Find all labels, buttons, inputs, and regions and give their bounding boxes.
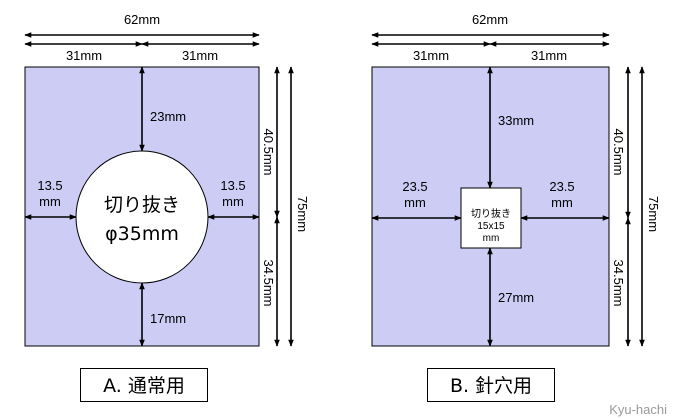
panel-a-right-gap-label-unit: mm bbox=[222, 194, 244, 209]
panel-b-lower-height-label: 34.5mm bbox=[611, 260, 626, 307]
panel-a-half-left-label: 31mm bbox=[66, 48, 102, 63]
panel-b-half-left-label: 31mm bbox=[413, 48, 449, 63]
panel-a-left-gap-label-unit: mm bbox=[39, 194, 61, 209]
panel-a-half-right-label: 31mm bbox=[182, 48, 218, 63]
panel-b-top-gap-label: 33mm bbox=[498, 113, 534, 128]
panel-b-bottom-gap-label: 27mm bbox=[498, 290, 534, 305]
panel-b-caption: B. 針穴用 bbox=[427, 368, 555, 402]
watermark: Kyu-hachi bbox=[609, 402, 667, 417]
panel-a-left-gap-label-value: 13.5 bbox=[37, 178, 62, 193]
panel-a-bottom-gap-label: 17mm bbox=[150, 311, 186, 326]
panel-a-cutout-line1: 切り抜き bbox=[104, 194, 180, 216]
panel-b-cutout-line1: 切り抜き bbox=[471, 207, 511, 220]
panel-a-upper-height-label: 40.5mm bbox=[261, 129, 276, 176]
panel-a-total-height-label: 75mm bbox=[295, 196, 310, 232]
panel-b-upper-height-label: 40.5mm bbox=[611, 129, 626, 176]
panel-a-lower-height-label: 34.5mm bbox=[261, 260, 276, 307]
panel-a-cutout-circle bbox=[75, 150, 209, 284]
panel-b-right-gap-label-unit: mm bbox=[551, 195, 573, 210]
panel-b-left-gap-label-unit: mm bbox=[404, 195, 426, 210]
panel-b-total-height-label: 75mm bbox=[646, 196, 661, 232]
panel-a-caption: A. 通常用 bbox=[80, 368, 208, 402]
panel-a: 62mm 31mm 31mm 切り抜き φ35mm 23mm 17mm 13.5… bbox=[24, 12, 310, 347]
panel-b-left-gap-label-value: 23.5 bbox=[402, 179, 427, 194]
panel-b-cutout-line2: 15x15 bbox=[477, 221, 505, 232]
panel-b-half-right-label: 31mm bbox=[531, 48, 567, 63]
panel-b-total-width-label: 62mm bbox=[472, 12, 508, 27]
panel-b-right-gap-label-value: 23.5 bbox=[549, 179, 574, 194]
panel-b: 62mm 31mm 31mm 切り抜き 15x15 mm 33mm 27mm 2… bbox=[371, 12, 661, 347]
panel-a-top-gap-label: 23mm bbox=[150, 109, 186, 124]
panel-a-cutout-line2: φ35mm bbox=[105, 223, 179, 245]
panel-b-cutout-line3: mm bbox=[483, 233, 500, 244]
panel-a-right-gap-label-value: 13.5 bbox=[220, 178, 245, 193]
panel-a-total-width-label: 62mm bbox=[124, 12, 160, 27]
